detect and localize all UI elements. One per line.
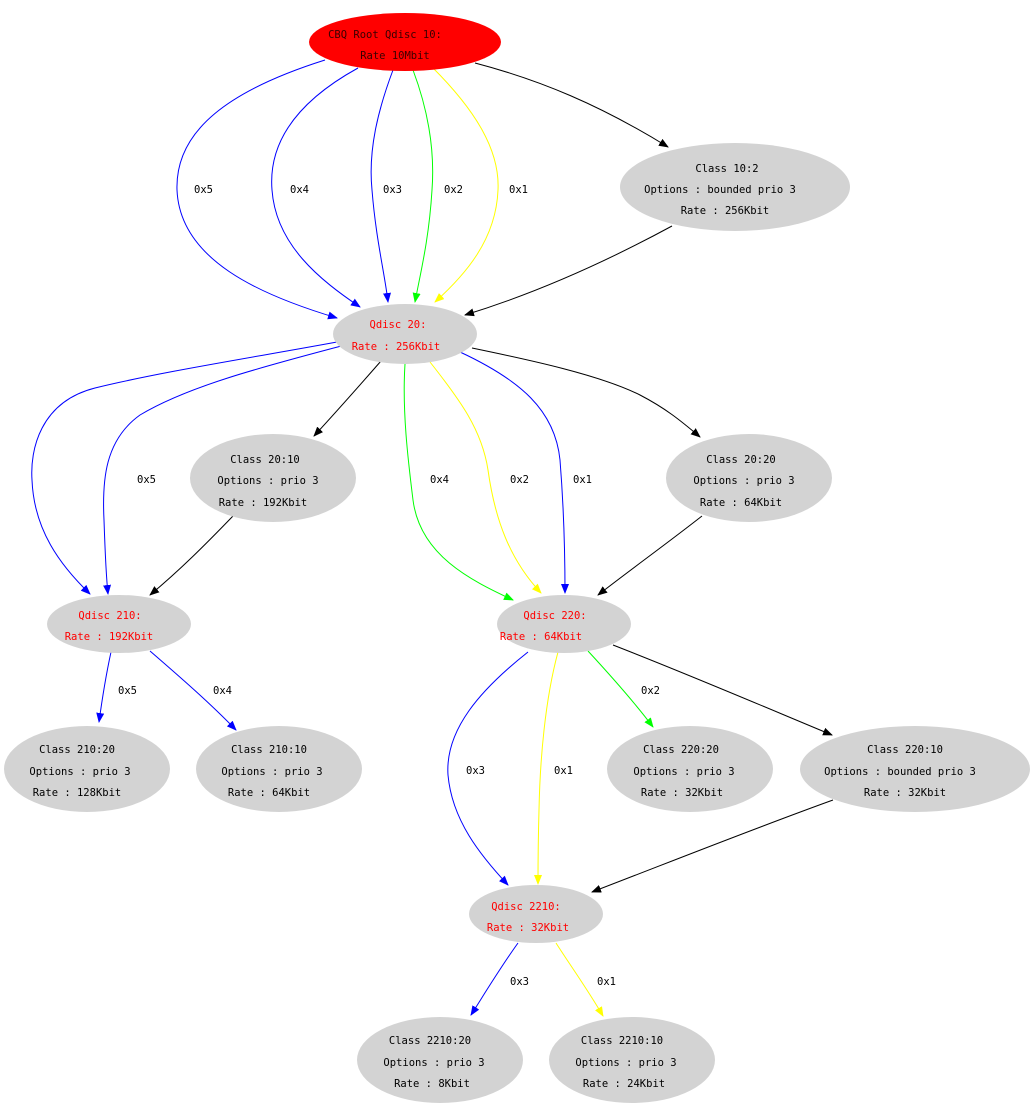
node-class-20-20-line-1: Class 20:20 (706, 454, 776, 466)
edges: 0x5 0x4 0x3 0x2 0x1 0x5 0x4 0x2 (31, 59, 834, 1017)
edge-label-root-0x4: 0x4 (290, 184, 309, 196)
edge-qdisc-220-to-qdisc-2210-0x3 (447, 651, 529, 886)
edge-qdisc-20-to-qdisc-220-0x3 (459, 351, 569, 594)
node-class-210-10-line-2: Options : prio 3 (221, 766, 322, 778)
node-class-20-20-line-3: Rate : 64Kbit (700, 497, 782, 509)
node-class-210-10-line-3: Rate : 64Kbit (228, 787, 310, 799)
node-qdisc-210-line-1: Qdisc 210: (78, 610, 141, 622)
nodes: CBQ Root Qdisc 10: Rate 10Mbit Class 10:… (4, 13, 1030, 1103)
edge-label-q2210-0x1: 0x1 (597, 976, 616, 988)
edge-root-to-qdisc-20-0x5 (176, 59, 338, 320)
edge-class-20-10-to-qdisc-210 (149, 515, 234, 596)
edge-qdisc-20-to-class-20-10 (313, 360, 382, 437)
node-class-220-10-line-3: Rate : 32Kbit (864, 787, 946, 799)
edge-qdisc-20-to-qdisc-220-0x2 (403, 363, 514, 601)
edge-root-to-qdisc-20-0x4 (271, 67, 361, 308)
edge-label-q220-0x2: 0x2 (641, 685, 660, 697)
node-qdisc-2210: Qdisc 2210: Rate : 32Kbit (469, 885, 603, 943)
node-class-20-20-line-2: Options : prio 3 (693, 475, 794, 487)
node-qdisc-210-line-2: Rate : 192Kbit (65, 631, 154, 643)
node-class-220-20-line-2: Options : prio 3 (633, 766, 734, 778)
edge-label-q210-0x5: 0x5 (118, 685, 137, 697)
edge-label-root-0x1: 0x1 (509, 184, 528, 196)
edge-label-q220-0x1: 0x1 (554, 765, 573, 777)
edge-label-q210-0x4: 0x4 (213, 685, 232, 697)
node-root-qdisc-10: CBQ Root Qdisc 10: Rate 10Mbit (309, 13, 501, 71)
node-root-line-2: Rate 10Mbit (360, 50, 430, 62)
node-class-10-2-line-2: Options : bounded prio 3 (644, 184, 796, 196)
node-class-20-20: Class 20:20 Options : prio 3 Rate : 64Kb… (666, 434, 832, 522)
node-class-210-10-line-1: Class 210:10 (231, 744, 307, 756)
node-class-10-2-line-1: Class 10:2 (695, 163, 758, 175)
node-qdisc-20: Qdisc 20: Rate : 256Kbit (333, 304, 477, 364)
edge-qdisc-220-to-class-220-20 (587, 650, 654, 728)
node-class-220-20-line-3: Rate : 32Kbit (641, 787, 723, 799)
node-class-210-10: Class 210:10 Options : prio 3 Rate : 64K… (196, 726, 362, 812)
node-class-2210-20-line-2: Options : prio 3 (383, 1057, 484, 1069)
node-qdisc-2210-line-2: Rate : 32Kbit (487, 922, 569, 934)
node-class-2210-20-line-1: Class 2210:20 (389, 1035, 471, 1047)
node-class-210-20-line-1: Class 210:20 (39, 744, 115, 756)
node-class-210-20: Class 210:20 Options : prio 3 Rate : 128… (4, 726, 170, 812)
node-class-10-2-line-3: Rate : 256Kbit (681, 205, 770, 217)
node-class-2210-10-line-3: Rate : 24Kbit (583, 1078, 665, 1090)
edge-qdisc-210-to-class-210-10 (149, 650, 237, 731)
edge-qdisc-2210-to-class-2210-10 (555, 942, 604, 1017)
node-class-220-10-line-2: Options : bounded prio 3 (824, 766, 976, 778)
node-class-2210-20-line-3: Rate : 8Kbit (394, 1078, 470, 1090)
node-class-220-20-line-1: Class 220:20 (643, 744, 719, 756)
node-qdisc-2210-line-1: Qdisc 2210: (491, 901, 561, 913)
node-qdisc-220: Qdisc 220: Rate : 64Kbit (497, 595, 631, 653)
node-class-220-10: Class 220:10 Options : bounded prio 3 Ra… (800, 726, 1030, 812)
node-class-210-20-line-3: Rate : 128Kbit (33, 787, 122, 799)
edge-label-root-0x3: 0x3 (383, 184, 402, 196)
node-qdisc-20-line-2: Rate : 256Kbit (352, 341, 441, 353)
node-class-2210-10-line-1: Class 2210:10 (581, 1035, 663, 1047)
node-root-line-1: CBQ Root Qdisc 10: (328, 29, 442, 41)
node-class-10-2: Class 10:2 Options : bounded prio 3 Rate… (620, 143, 850, 231)
node-class-220-10-line-1: Class 220:10 (867, 744, 943, 756)
node-class-210-20-line-2: Options : prio 3 (29, 766, 130, 778)
edge-qdisc-20-to-class-20-20 (471, 347, 701, 438)
edge-label-root-0x5: 0x5 (194, 184, 213, 196)
node-qdisc-220-line-2: Rate : 64Kbit (500, 631, 582, 643)
node-class-20-10: Class 20:10 Options : prio 3 Rate : 192K… (190, 434, 356, 522)
edge-label-q20-0x1: 0x2 (510, 474, 529, 486)
node-class-20-10-line-3: Rate : 192Kbit (219, 497, 308, 509)
edge-class-10-2-to-qdisc-20 (464, 225, 673, 317)
edge-label-q220-0x3: 0x3 (466, 765, 485, 777)
edge-root-to-class-10-2 (474, 62, 669, 148)
node-qdisc-210: Qdisc 210: Rate : 192Kbit (47, 595, 191, 653)
edge-qdisc-20-to-qdisc-210-0x4 (103, 344, 346, 595)
node-qdisc-20-line-1: Qdisc 20: (370, 319, 427, 331)
edge-root-to-qdisc-20-0x1 (432, 67, 499, 303)
edge-qdisc-220-to-qdisc-2210-0x1 (534, 651, 559, 885)
edge-root-to-qdisc-20-0x3 (370, 69, 394, 303)
edge-class-220-10-to-qdisc-2210 (591, 799, 834, 893)
edge-qdisc-210-to-class-210-20 (96, 651, 112, 723)
edge-label-root-0x2: 0x2 (444, 184, 463, 196)
edge-class-20-20-to-qdisc-220 (597, 515, 703, 596)
edge-qdisc-220-to-class-220-10 (612, 644, 833, 736)
edge-label-q20-0x3: 0x1 (573, 474, 592, 486)
edge-root-to-qdisc-20-0x2 (412, 69, 434, 303)
edge-qdisc-20-to-qdisc-220-0x1 (429, 361, 542, 594)
node-class-220-20: Class 220:20 Options : prio 3 Rate : 32K… (607, 726, 773, 812)
edge-label-q20-0x2: 0x4 (430, 474, 449, 486)
node-class-20-10-line-2: Options : prio 3 (217, 475, 318, 487)
node-class-2210-10-line-2: Options : prio 3 (575, 1057, 676, 1069)
node-qdisc-220-line-1: Qdisc 220: (523, 610, 586, 622)
edge-qdisc-20-to-qdisc-210-0x5 (31, 341, 338, 595)
node-class-20-10-line-1: Class 20:10 (230, 454, 300, 466)
edge-label-q20-0x4: 0x5 (137, 474, 156, 486)
edge-label-q2210-0x3: 0x3 (510, 976, 529, 988)
node-class-2210-10: Class 2210:10 Options : prio 3 Rate : 24… (549, 1017, 715, 1103)
edge-qdisc-2210-to-class-2210-20 (470, 942, 519, 1016)
node-class-2210-20: Class 2210:20 Options : prio 3 Rate : 8K… (357, 1017, 523, 1103)
